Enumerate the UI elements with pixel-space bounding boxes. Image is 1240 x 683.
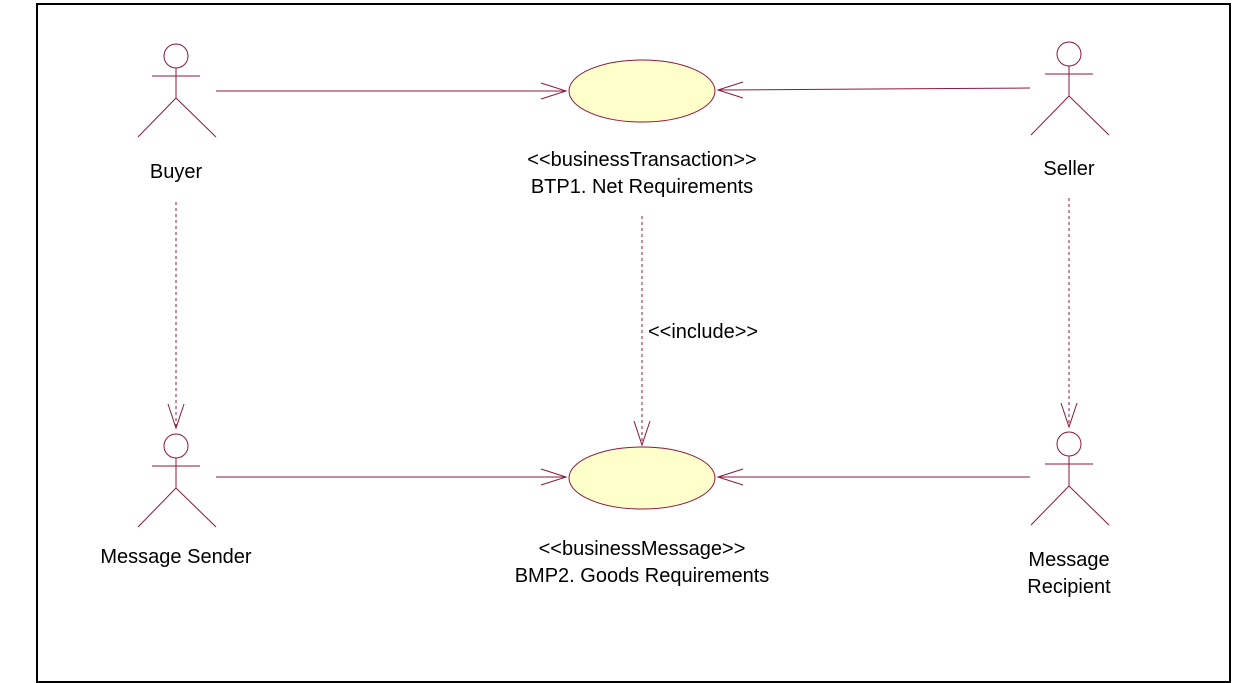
message-recipient-label-line2: Recipient (1027, 576, 1111, 598)
seller-label: Seller (1043, 158, 1095, 180)
recipient-to-message-association (716, 468, 1030, 486)
buyer-label: Buyer (149, 161, 203, 183)
include-relationship-label: <<include>> (648, 321, 759, 343)
message-sender-label: Message Sender (100, 546, 252, 568)
business-transaction-use-case[interactable] (568, 59, 716, 123)
message-name-label: BMP2. Goods Requirements (514, 565, 770, 587)
message-recipient-label-line1: Message (1028, 549, 1110, 571)
use-case-diagram (137, 41, 1110, 528)
buyer-to-transaction-association (216, 82, 568, 100)
sender-to-message-association (216, 468, 568, 486)
message-sender-actor-figure (137, 433, 217, 528)
buyer-to-sender-generalization (167, 202, 185, 430)
message-recipient-actor-figure (1030, 431, 1110, 526)
message-stereotype-label: <<businessMessage>> (538, 538, 746, 560)
buyer-actor-figure (137, 43, 217, 138)
seller-to-recipient-generalization (1060, 198, 1078, 429)
transaction-name-label: BTP1. Net Requirements (530, 176, 754, 198)
include-dependency (633, 216, 651, 447)
business-message-use-case[interactable] (568, 446, 716, 510)
seller-actor-figure (1030, 41, 1110, 136)
seller-to-transaction-association (716, 81, 1031, 99)
transaction-stereotype-label: <<businessTransaction>> (527, 149, 757, 171)
